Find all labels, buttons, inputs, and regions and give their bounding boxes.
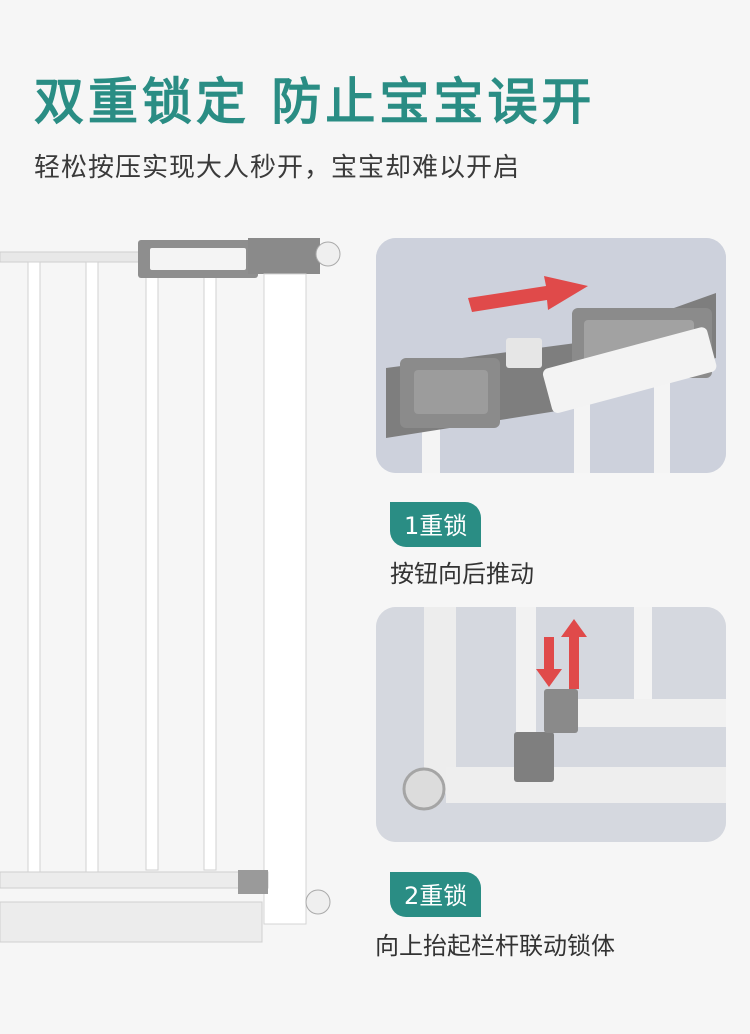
lock-2-badge: 2重锁 bbox=[390, 872, 482, 917]
lock-1-badge: 1重锁 bbox=[390, 502, 482, 547]
page-title: 双重锁定 防止宝宝误开 bbox=[34, 73, 596, 131]
lock-2-description: 向上抬起栏杆联动锁体 bbox=[375, 932, 615, 960]
lock-1-description: 按钮向后推动 bbox=[390, 560, 534, 588]
page-subtitle: 轻松按压实现大人秒开，宝宝却难以开启 bbox=[34, 153, 521, 183]
lock-1-detail-image bbox=[376, 238, 726, 473]
lock-2-detail-image bbox=[376, 607, 726, 842]
safety-gate-image bbox=[0, 238, 341, 943]
